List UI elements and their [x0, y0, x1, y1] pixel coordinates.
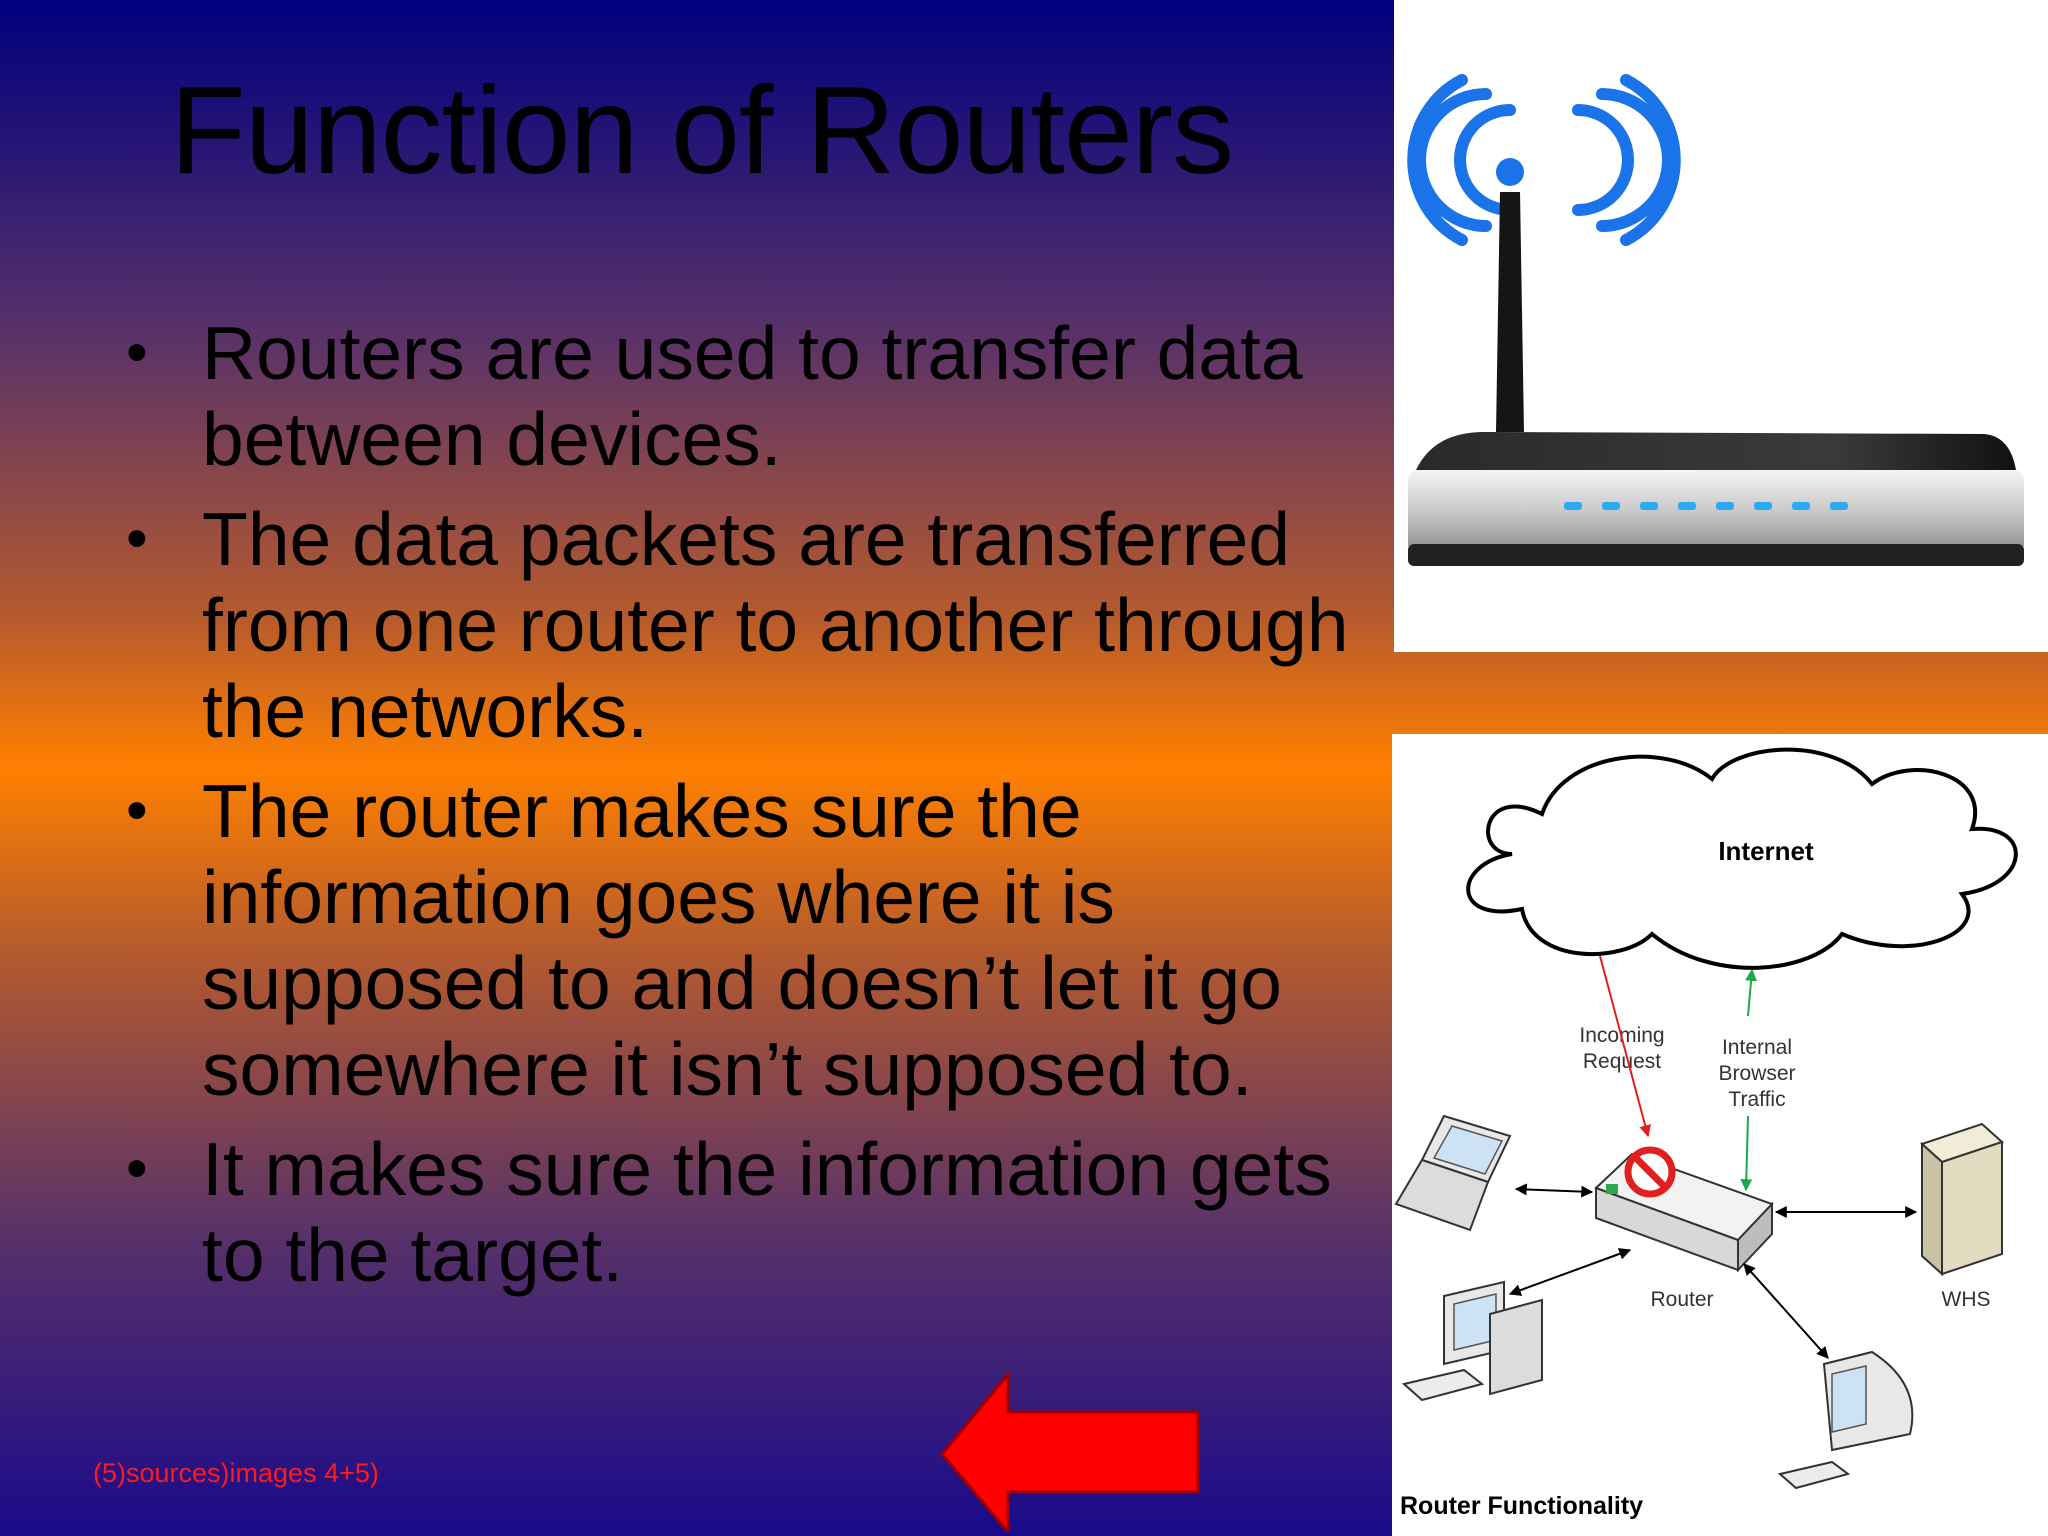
source-note: (5)sources)images 4+5)	[93, 1458, 379, 1488]
bullet-text: It makes sure the information gets to th…	[202, 1127, 1332, 1297]
router-label: Router	[1650, 1288, 1713, 1311]
internal-label-line3: Traffic	[1728, 1088, 1785, 1111]
bullet-marker: •	[126, 504, 148, 573]
wireless-router-image	[1394, 0, 2048, 652]
bullet-item: • The router makes sure the information …	[120, 768, 1350, 1112]
bullet-item: • It makes sure the information gets to …	[120, 1126, 1350, 1298]
bullet-text: Routers are used to transfer data betwee…	[202, 311, 1303, 481]
bullet-text: The data packets are transferred from on…	[202, 497, 1349, 753]
bullet-marker: •	[126, 318, 148, 387]
monitor-icon	[1777, 1350, 1914, 1490]
whs-label: WHS	[1942, 1288, 1991, 1311]
bullet-text: The router makes sure the information go…	[202, 769, 1282, 1111]
diagram-caption: Router Functionality	[1400, 1492, 1643, 1520]
bullet-marker: •	[126, 776, 148, 845]
incoming-label-line2: Request	[1583, 1050, 1661, 1073]
blocked-icon	[1624, 1146, 1676, 1198]
left-arrow-icon	[940, 1372, 1200, 1532]
bullet-item: • The data packets are transferred from …	[120, 496, 1350, 754]
bullet-list: • Routers are used to transfer data betw…	[120, 310, 1350, 1312]
slide-title: Function of Routers	[170, 62, 1234, 200]
internal-label-line1: Internal	[1722, 1036, 1792, 1059]
internet-label: Internet	[1718, 836, 1814, 866]
internet-cloud	[1466, 747, 2018, 970]
internal-label-line2: Browser	[1718, 1062, 1795, 1085]
router-device-icon	[1594, 1152, 1774, 1273]
wifi-signal-icon	[1407, 74, 1681, 246]
bullet-marker: •	[126, 1134, 148, 1203]
router-functionality-diagram: Internet Incoming Request Internal Brows…	[1392, 734, 2048, 1536]
laptop-icon	[1394, 1114, 1512, 1232]
status-leds	[1564, 502, 1848, 510]
server-icon	[1920, 1122, 2004, 1277]
back-arrow-button[interactable]	[940, 1372, 1202, 1532]
bullet-item: • Routers are used to transfer data betw…	[120, 310, 1350, 482]
desktop-computer-icon	[1401, 1280, 1543, 1402]
